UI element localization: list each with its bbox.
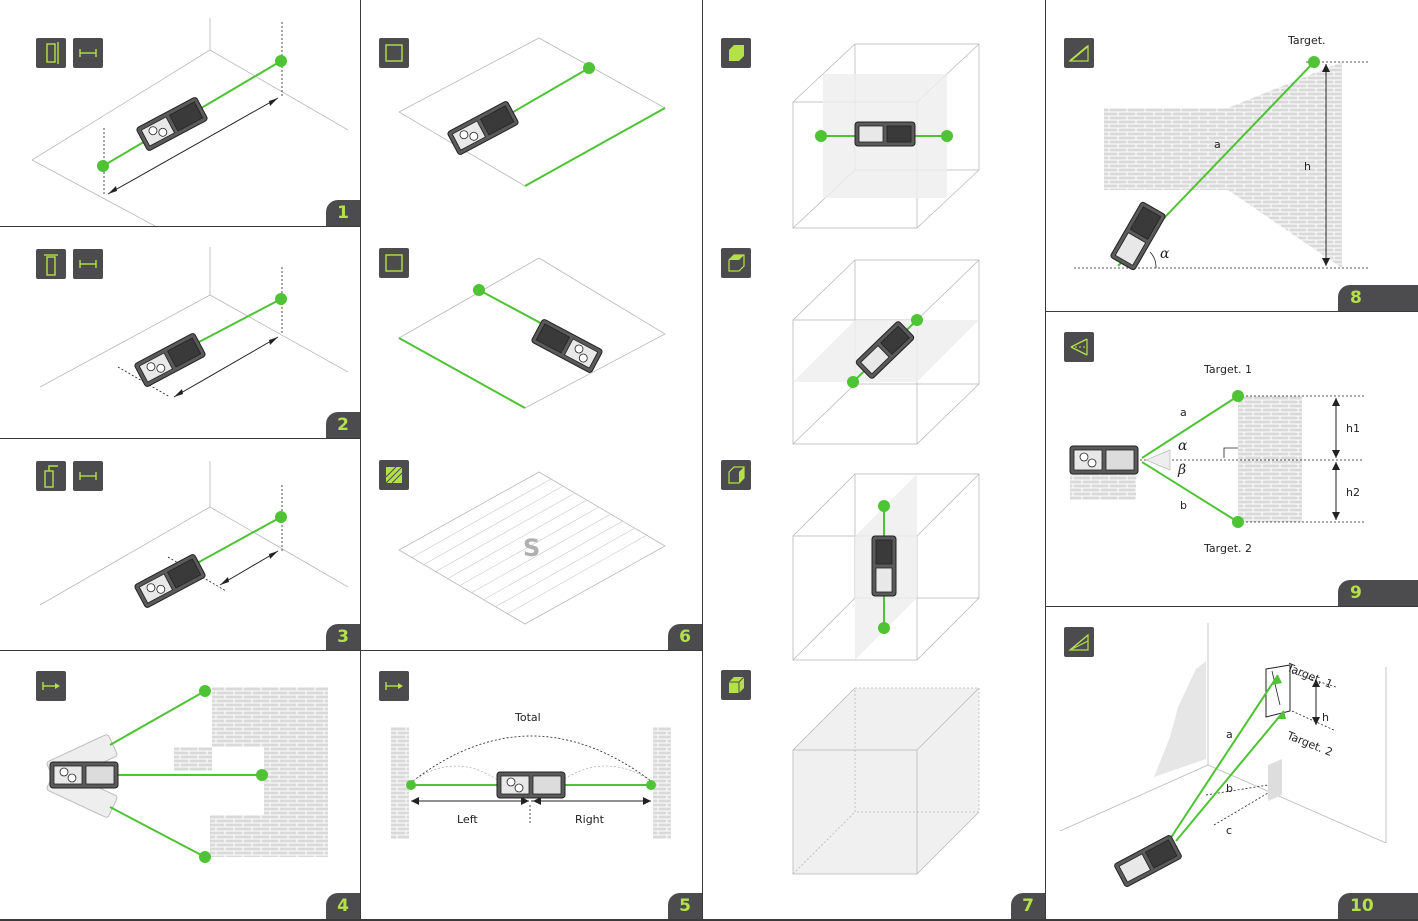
surface-icon	[379, 460, 409, 490]
surface-label: S	[523, 534, 540, 562]
panel-6: S 6	[361, 0, 702, 650]
distance-icon	[73, 38, 103, 68]
single-pythagoras-icon	[1064, 38, 1094, 68]
panel-5: Total Left Right 5	[361, 651, 702, 919]
panel-number: 7	[1011, 893, 1045, 919]
panel-9: Target. 1 Target. 2 a b h1 h2 α β 9	[1046, 312, 1418, 606]
panel-number: 3	[326, 624, 360, 650]
h2-label: h2	[1346, 486, 1360, 499]
panel-10: Target. 1 Target. 2 h a b c 10	[1046, 607, 1418, 919]
target-label: Target.	[1288, 34, 1326, 47]
right-label: Right	[575, 813, 604, 826]
panel-9-figure	[1046, 312, 1418, 606]
panel-8-figure	[1046, 0, 1418, 311]
target-2-label: Target. 2	[1204, 542, 1252, 555]
total-label: Total	[515, 711, 541, 724]
device-rear-reference-icon	[36, 38, 66, 68]
panel-7: 7	[703, 0, 1045, 919]
panel-2: 2	[0, 227, 360, 438]
a-label: a	[1226, 728, 1233, 741]
volume-icon	[721, 460, 751, 490]
panel-10-figure	[1046, 607, 1418, 919]
c-label: c	[1226, 824, 1232, 837]
continuous-measure-icon	[36, 671, 66, 701]
volume-icon	[721, 38, 751, 68]
panel-7-figure	[703, 0, 1045, 919]
volume-icon	[721, 248, 751, 278]
h-label: h	[1322, 711, 1329, 724]
panel-4: 4	[0, 651, 360, 919]
target-1-label: Target. 1	[1204, 363, 1252, 376]
panel-number: 5	[668, 893, 702, 919]
panel-number: 4	[326, 893, 360, 919]
panel-number: 10	[1338, 893, 1418, 919]
panel-number: 6	[668, 624, 702, 650]
distance-icon	[73, 249, 103, 279]
h1-label: h1	[1346, 422, 1360, 435]
continuous-measure-icon	[379, 671, 409, 701]
panel-number: 1	[326, 200, 360, 226]
alpha-label: α	[1160, 246, 1169, 262]
area-icon	[379, 248, 409, 278]
panel-1-figure	[0, 0, 360, 226]
device-bracket-reference-icon	[36, 461, 66, 491]
panel-number: 9	[1338, 580, 1418, 606]
panel-number: 2	[326, 412, 360, 438]
distance-icon	[73, 461, 103, 491]
a-label: a	[1180, 406, 1187, 419]
beta-label: β	[1178, 462, 1186, 478]
panel-3: 3	[0, 439, 360, 650]
b-label: b	[1180, 499, 1187, 512]
panel-8: Target. a h α 8	[1046, 0, 1418, 311]
volume-icon	[721, 670, 751, 700]
device-front-reference-icon	[36, 249, 66, 279]
b-label: b	[1226, 782, 1233, 795]
alpha-label: α	[1178, 438, 1187, 454]
h-label: h	[1304, 160, 1311, 173]
panel-number: 8	[1338, 285, 1418, 311]
left-label: Left	[457, 813, 478, 826]
double-pythagoras-icon	[1064, 332, 1094, 362]
triangle-height-icon	[1064, 627, 1094, 657]
area-icon	[379, 38, 409, 68]
panel-1: 1	[0, 0, 360, 226]
a-label: a	[1214, 138, 1221, 151]
panel-5-figure	[361, 651, 702, 919]
